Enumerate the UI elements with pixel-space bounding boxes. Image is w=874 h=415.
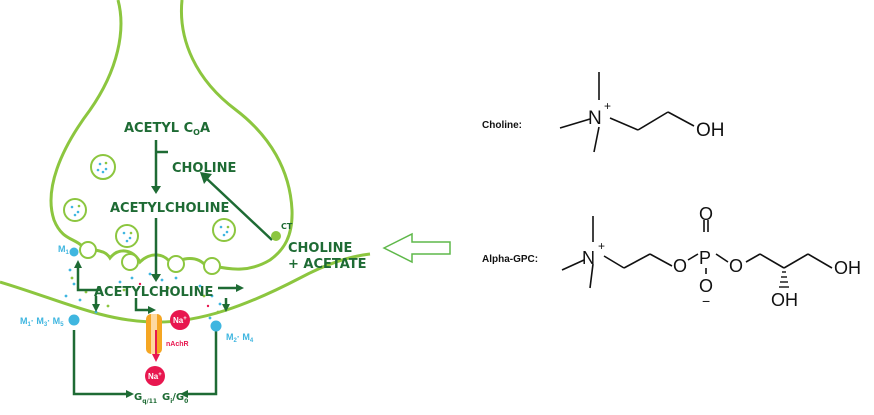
vesicle <box>203 257 221 275</box>
sodium-ion-bottom <box>145 366 165 386</box>
nachr-label: nAchR <box>166 341 189 348</box>
gpc-ester-oxygen-right: O <box>729 256 743 276</box>
choline-caption: Choline: <box>482 120 522 131</box>
acetyl-coa-label: ACETYL COA <box>124 121 210 137</box>
muscarinic-receptor-left <box>68 314 80 326</box>
gpc-charge: + <box>598 239 605 253</box>
na-top-label: Na+ <box>173 316 187 325</box>
vesicle <box>90 154 116 180</box>
m1-label: M1 <box>58 244 70 256</box>
muscarinic-receptor-right <box>210 320 222 332</box>
gpc-nitrogen: N <box>582 248 595 268</box>
presynaptic-membrane <box>49 0 123 248</box>
stereo-bond-icon <box>779 271 789 288</box>
gpc-phosphorus: P <box>699 248 711 268</box>
ct-label: CT <box>281 222 293 231</box>
choline-label: CHOLINE <box>172 161 236 176</box>
presynaptic-membrane-right <box>179 0 294 271</box>
choline-nitrogen: N <box>588 108 602 129</box>
presynaptic-bottom-membrane <box>81 244 208 269</box>
acetylcholine-top-label: ACETYLCHOLINE <box>110 201 229 216</box>
vesicle <box>79 241 97 259</box>
gq-label: Gq/11 <box>134 392 157 405</box>
choline-acetate-line2: + ACETATE <box>288 257 367 272</box>
choline-structure <box>559 72 695 153</box>
gpc-negative-charge: − <box>702 293 710 309</box>
gpc-terminal-hydroxyl: OH <box>834 258 861 278</box>
sodium-ion-top <box>170 310 190 330</box>
postsynaptic-membrane <box>0 252 371 324</box>
na-bottom-label: Na+ <box>148 372 162 381</box>
vesicle <box>212 218 236 242</box>
alpha-gpc-structure <box>561 216 833 289</box>
choline-acetate-line1: CHOLINE <box>288 241 352 256</box>
conversion-arrow-icon <box>382 232 451 264</box>
vesicle <box>115 224 139 248</box>
gpc-anionic-oxygen: O <box>699 276 713 296</box>
gpc-secondary-hydroxyl: OH <box>771 290 798 310</box>
released-acetylcholine-dots <box>64 268 222 320</box>
m1-m3-m5-label: M1· M3· M5 <box>20 316 64 328</box>
vesicle <box>121 253 139 271</box>
gpc-double-oxygen: O <box>699 204 713 224</box>
choline-hydroxyl: OH <box>696 120 725 141</box>
gpc-ester-oxygen-left: O <box>673 256 687 276</box>
choline-transporter <box>271 231 281 241</box>
vesicles <box>63 154 236 275</box>
acetylcholine-cleft-label: ACETYLCHOLINE <box>94 285 213 300</box>
vesicle <box>63 198 87 222</box>
choline-charge: + <box>604 99 611 113</box>
m1-receptor <box>69 247 79 257</box>
alpha-gpc-caption: Alpha-GPC: <box>482 254 538 265</box>
vesicle <box>167 255 185 273</box>
gi-go-label: Gi/G0 <box>162 392 188 405</box>
m2-m4-label: M2· M4 <box>226 332 254 344</box>
